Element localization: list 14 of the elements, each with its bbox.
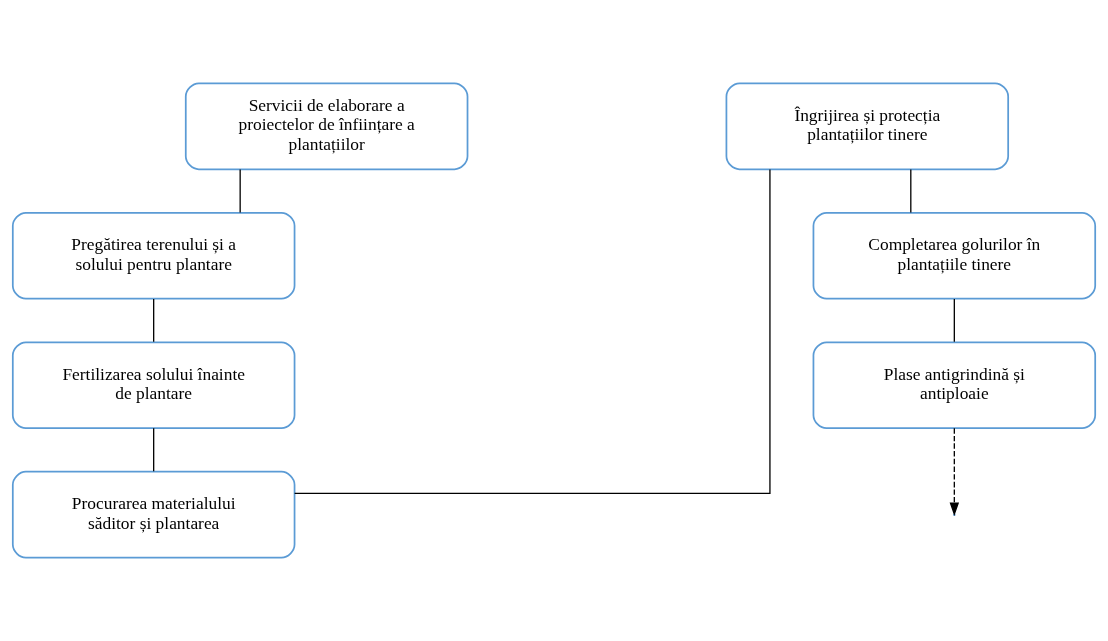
- node-box: Pregătirea terenului și a solului pentru plantare: [11, 211, 296, 300]
- arrow: [949, 427, 960, 517]
- connector: [153, 427, 155, 472]
- connector: [953, 298, 955, 343]
- node-box: Îngrijirea și protecția plantațiilor tinere: [725, 82, 1010, 171]
- connector: [910, 168, 912, 214]
- connector: [153, 298, 155, 343]
- node-box: Fertilizarea solului înainte de plantare: [11, 341, 296, 430]
- node-box: Completarea golurilor în plantațiile tinere: [812, 211, 1097, 300]
- connector: [294, 168, 771, 495]
- connector: [239, 168, 241, 214]
- node-box: Servicii de elaborare a proiectelor de înființare a plantațiilor: [184, 82, 469, 171]
- node-box: Plase antigrindină și antiploaie: [812, 341, 1097, 430]
- node-box: Procurarea materialului săditor și plantarea: [11, 470, 296, 559]
